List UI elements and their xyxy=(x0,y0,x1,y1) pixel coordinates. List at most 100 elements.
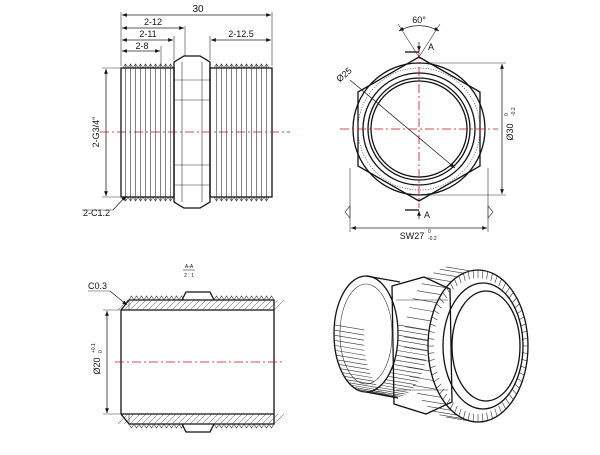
iso-rear-thread-face xyxy=(333,275,399,393)
knurl-line xyxy=(391,368,422,374)
knurl-line xyxy=(333,334,365,341)
hatch-line xyxy=(219,299,231,311)
section-tooth xyxy=(263,423,270,429)
section-tooth xyxy=(153,423,160,429)
hatch-line xyxy=(117,413,129,425)
section-tooth xyxy=(243,295,250,301)
hatch-line xyxy=(213,413,225,425)
knurl-tick xyxy=(458,275,462,284)
section-tooth xyxy=(138,295,145,301)
dim-text-2-12-5: 2-12.5 xyxy=(228,29,254,39)
hatch-line xyxy=(237,413,249,425)
knurl-tick xyxy=(433,377,440,383)
left-thread-body xyxy=(120,67,175,198)
knurl-line xyxy=(334,345,365,351)
knurl-tick xyxy=(463,411,466,419)
hatch-line xyxy=(147,413,159,425)
isometric-view xyxy=(333,266,529,423)
hatch-line xyxy=(129,299,141,311)
knurl-tick xyxy=(486,271,489,280)
knurl-line xyxy=(409,376,434,381)
section-tooth xyxy=(168,295,175,301)
hatch-line xyxy=(159,299,171,311)
hatch-line xyxy=(261,413,273,425)
knurl-tick xyxy=(430,323,437,327)
hatch-line xyxy=(123,299,135,311)
bore-dimension-text: Ø20 +0.1 0 xyxy=(91,343,104,375)
knurl-line xyxy=(409,307,434,312)
section-tooth xyxy=(268,295,275,301)
knurl-tick xyxy=(467,412,470,421)
section-tooth xyxy=(248,423,255,429)
knurl-line xyxy=(433,272,458,278)
od-tol-lower: -0.2 xyxy=(511,107,517,116)
knurl-line xyxy=(334,329,365,336)
hatch-line xyxy=(255,413,267,425)
hatch-line xyxy=(213,299,225,311)
knurl-line xyxy=(348,382,379,388)
hatch-line xyxy=(141,299,153,311)
hex-flats xyxy=(173,55,211,209)
knurl-line xyxy=(396,350,427,356)
knurl-line xyxy=(446,266,471,272)
knurl-tick xyxy=(428,352,435,354)
hatch-line xyxy=(249,413,261,425)
hatch-line xyxy=(147,299,159,311)
knurl-tick xyxy=(498,405,502,414)
knurl-line xyxy=(340,368,371,374)
section-tooth xyxy=(258,423,265,429)
knurl-tick xyxy=(482,413,484,422)
hatch-line xyxy=(231,413,243,425)
hatch-line xyxy=(171,299,183,311)
leader-chamfer xyxy=(112,195,127,211)
hatch-line xyxy=(207,299,219,311)
hatch-line xyxy=(135,413,147,425)
iso-rear-knurl xyxy=(333,324,429,398)
af-tol-lower: -0.2 xyxy=(428,236,437,242)
knurl-line xyxy=(337,359,368,366)
section-tooth xyxy=(143,295,150,301)
section-tooth xyxy=(263,295,270,301)
section-tooth xyxy=(173,423,180,429)
dim-text-30: 30 xyxy=(192,4,204,15)
section-tooth xyxy=(218,295,225,301)
knurl-line xyxy=(385,379,416,385)
section-thread-teeth xyxy=(128,295,275,429)
knurl-tick xyxy=(439,297,445,304)
knurl-line xyxy=(353,387,384,393)
section-tooth xyxy=(153,295,160,301)
knurl-line xyxy=(404,336,429,342)
hatch-line xyxy=(261,299,273,311)
section-tooth xyxy=(133,423,140,429)
knurl-tick xyxy=(442,292,448,299)
knurl-line xyxy=(334,339,365,346)
knurl-line xyxy=(404,346,429,352)
af-tol-upper: 0 xyxy=(428,229,431,235)
knurl-line xyxy=(380,384,412,391)
section-tooth xyxy=(178,423,185,429)
front-view: 30 2-12 2-11 2-8 2-12.5 2-G3/4" 2-C1.2 xyxy=(82,4,290,218)
left-thread-teeth xyxy=(122,63,174,202)
section-tooth xyxy=(228,423,235,429)
knurl-line xyxy=(336,354,367,361)
knurl-line xyxy=(406,316,431,322)
knurl-tick xyxy=(433,309,440,315)
dim-text-2-8: 2-8 xyxy=(135,41,148,51)
hatch-line xyxy=(177,413,189,425)
knurl-tick xyxy=(430,365,437,369)
bore-tol-upper: +0.1 xyxy=(91,343,97,353)
hatch-line xyxy=(159,413,171,425)
af-label: SW27 xyxy=(400,231,425,241)
section-tooth xyxy=(213,295,220,301)
hatch-line xyxy=(177,299,189,311)
iso-hex-body xyxy=(391,276,453,415)
knurl-line xyxy=(417,392,442,398)
section-tooth xyxy=(233,423,240,429)
chamfer-leader xyxy=(109,290,128,306)
section-tooth xyxy=(238,295,245,301)
iso-rear-bore xyxy=(339,283,393,385)
section-tooth xyxy=(253,423,260,429)
hatch-line xyxy=(141,413,153,425)
section-tooth xyxy=(253,295,260,301)
hatch-line xyxy=(183,413,195,425)
